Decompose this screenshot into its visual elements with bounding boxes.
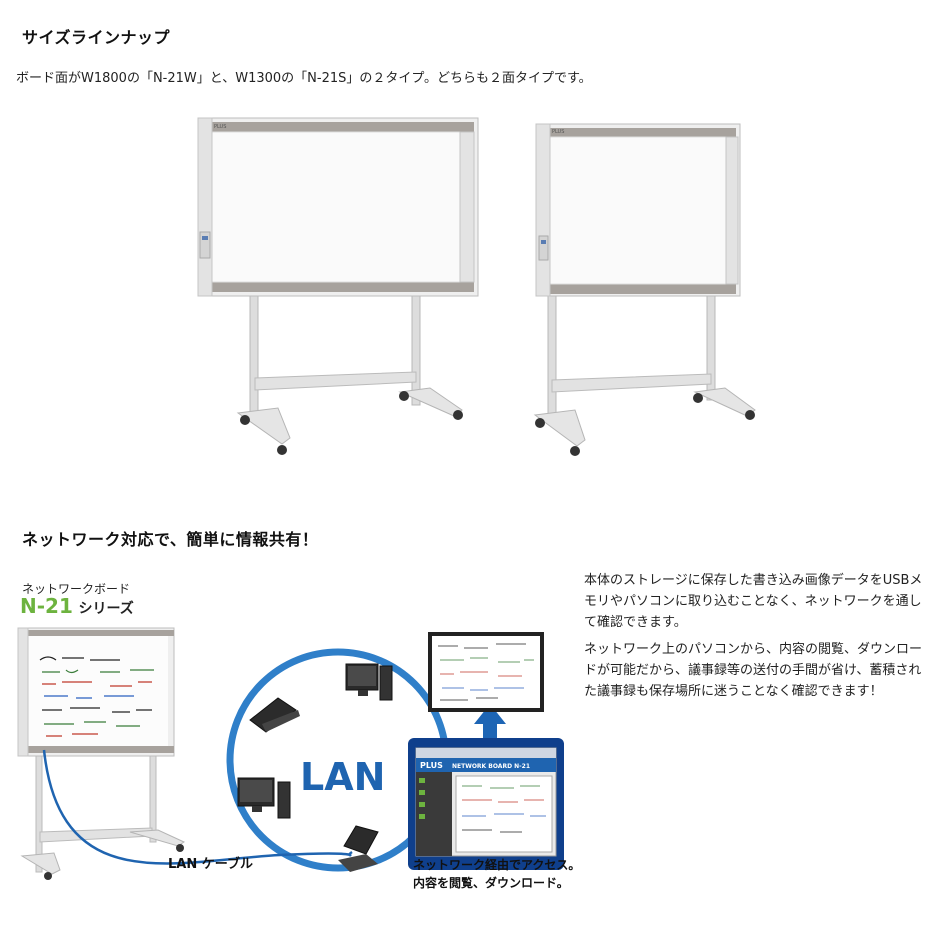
small-board-image: PLUS — [533, 123, 756, 456]
product-caption-small: ネットワークボード — [22, 582, 131, 596]
browser-logo: PLUS — [420, 761, 443, 770]
laptop-bottom — [338, 825, 379, 872]
size-lineup-intro: ボード面がW1800の「N-21W」と、W1300の「N-21S」の２タイプ。ど… — [16, 71, 592, 86]
arrow-up-icon — [474, 704, 506, 738]
section-title-network: ネットワーク対応で、簡単に情報共有！ — [22, 530, 319, 549]
small-board-logo: PLUS — [552, 129, 564, 135]
lan-cable — [42, 749, 353, 865]
desktop-computer-top — [345, 663, 393, 701]
section-title-size-lineup: サイズラインナップ — [22, 28, 171, 47]
lan-cable-label: LAN ケーブル — [168, 856, 253, 872]
browser-title: NETWORK BOARD N-21 — [452, 763, 530, 770]
large-board-logo: PLUS — [214, 124, 226, 130]
browser-screenshot-panel: PLUS NETWORK BOARD N-21 — [408, 738, 564, 870]
desktop-computer-left — [237, 777, 291, 819]
network-description-p2: ネットワーク上のパソコンから、内容の閲覧、ダウンロードが可能だから、議事録等の送… — [584, 642, 923, 699]
large-board-image: PLUS — [197, 117, 479, 455]
access-caption-line2: 内容を閲覧、ダウンロード。 — [413, 876, 569, 890]
product-model: N-21 — [20, 594, 73, 618]
display-monitor — [428, 632, 544, 712]
laptop-left — [249, 697, 300, 733]
product-caption: N-21 シリーズ — [20, 594, 134, 618]
network-diagram: LAN LAN ケーブル PLUS NETWORK BOARD N-21 — [17, 627, 564, 880]
lan-label: LAN — [300, 755, 385, 799]
network-description-p1: 本体のストレージに保存した書き込み画像データをUSBメモリやパソコンに取り込むこ… — [584, 573, 923, 630]
access-caption-line1: ネットワーク経由でアクセス。 — [413, 858, 581, 872]
product-series: シリーズ — [78, 601, 134, 617]
network-board-illustration — [17, 627, 186, 880]
